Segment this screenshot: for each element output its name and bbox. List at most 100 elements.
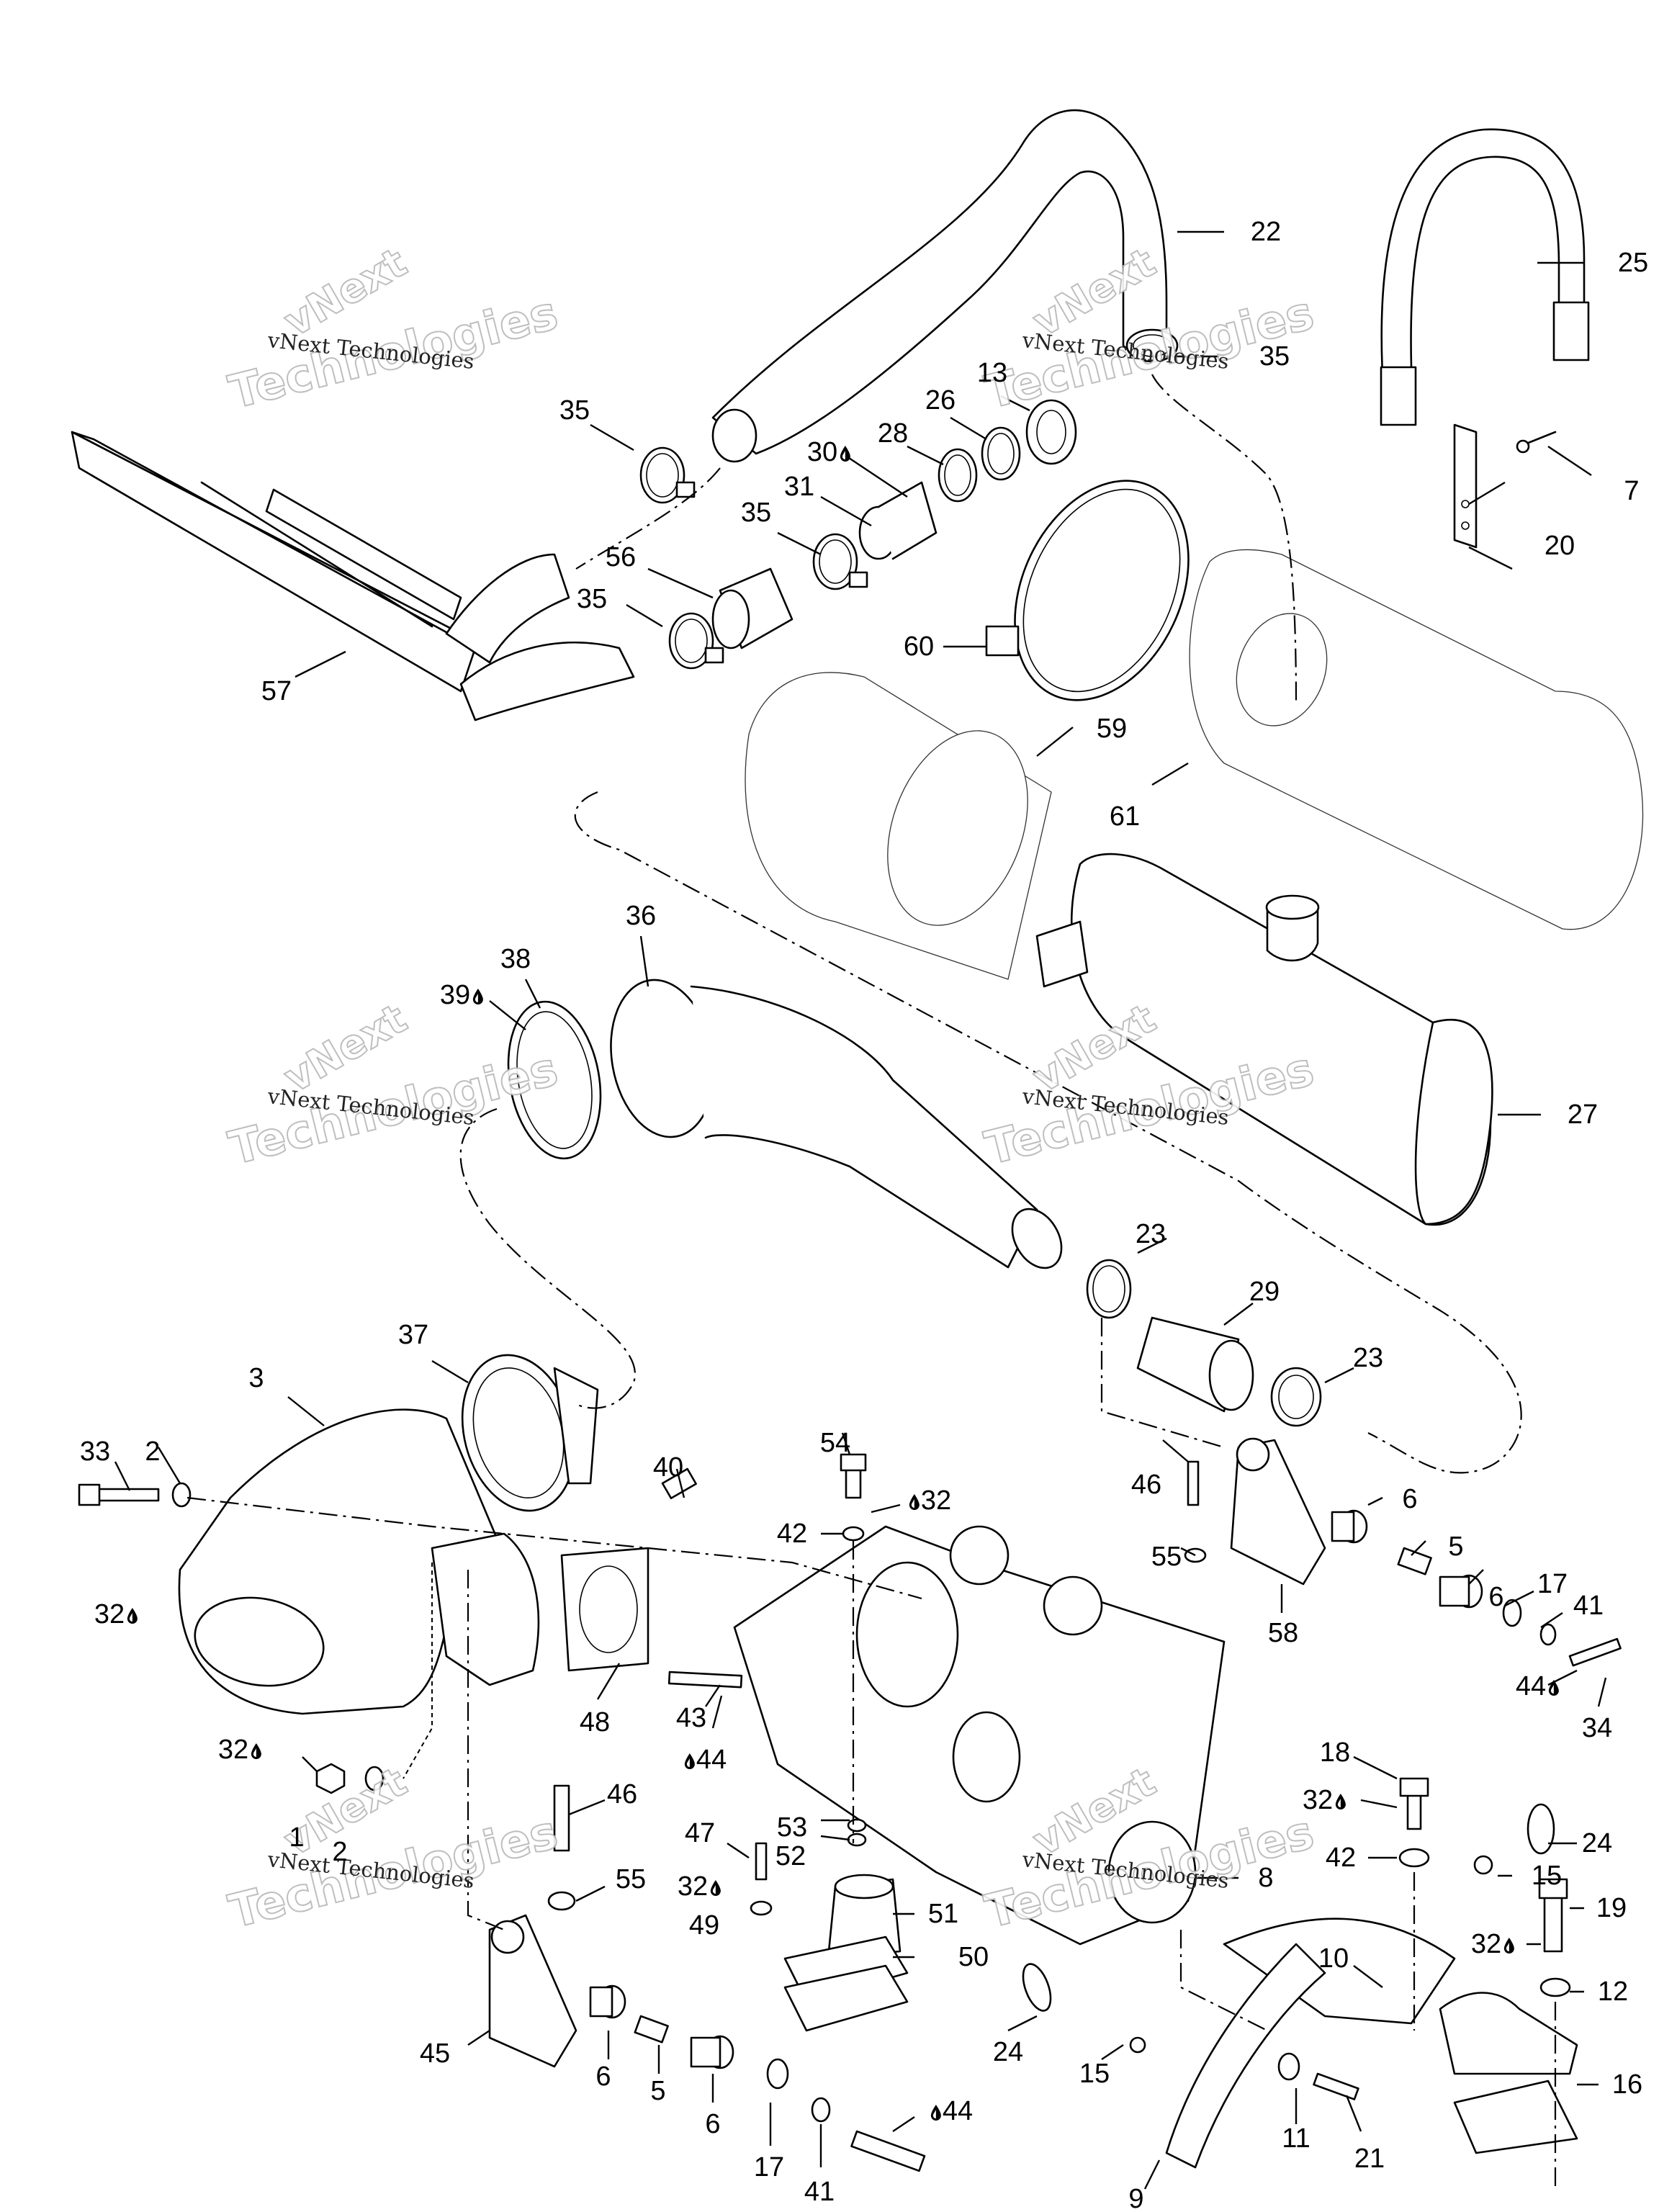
callout-60: 60	[904, 633, 934, 660]
washer-42	[842, 1526, 865, 1542]
callout-number: 46	[606, 1779, 638, 1809]
callout-number: 45	[419, 2038, 451, 2069]
callout-54: 54	[820, 1429, 850, 1457]
callout-number: 6	[595, 2062, 611, 2092]
callout-number: 10	[1318, 1943, 1349, 1974]
callout-10: 10	[1318, 1945, 1349, 1972]
callout-11: 11	[1282, 2125, 1310, 2152]
screw-34	[1568, 1637, 1622, 1667]
washer-42	[1398, 1848, 1430, 1868]
callout-8: 8	[1258, 1864, 1273, 1892]
callout-number: 51	[927, 1899, 959, 1929]
callout-number: 42	[1325, 1843, 1357, 1873]
callout-41: 41	[804, 2178, 835, 2206]
callout-1: 1	[289, 1824, 304, 1851]
callout-number: 23	[1352, 1343, 1384, 1373]
callout-number: 24	[1581, 1828, 1613, 1858]
callout-20: 20	[1545, 532, 1575, 559]
callout-number: 5	[650, 2076, 666, 2106]
callout-number: 32	[677, 1871, 709, 1902]
socket-screw-46	[1187, 1460, 1200, 1506]
callout-number: 25	[1617, 248, 1649, 278]
callout-5: 5	[1448, 1533, 1463, 1560]
callout-number: 16	[1611, 2069, 1643, 2100]
hose-clamp-35	[812, 533, 868, 590]
rivet-7	[1516, 431, 1557, 454]
callout-45: 45	[420, 2040, 450, 2067]
callout-number: 52	[775, 1841, 806, 1871]
bushing-6	[690, 2035, 734, 2069]
callout-number: 34	[1581, 1713, 1613, 1743]
callout-number: 61	[1109, 801, 1141, 832]
callout-number: 55	[615, 1864, 647, 1894]
o-ring-28	[938, 448, 978, 503]
callout-13: 13	[977, 359, 1007, 387]
drop-icon	[840, 446, 851, 462]
callout-number: 19	[1596, 1893, 1627, 1923]
callout-number: 43	[675, 1703, 707, 1733]
washer-2	[171, 1482, 192, 1508]
callout-number: 32	[1470, 1929, 1502, 1959]
callout-39: 39	[440, 981, 485, 1009]
washer-11	[1277, 2052, 1300, 2081]
callout-22: 22	[1251, 218, 1281, 246]
callout-number: 49	[688, 1910, 720, 1941]
callout-number: 1	[289, 1822, 305, 1853]
callout-number: 31	[783, 472, 815, 502]
callout-number: 23	[1135, 1219, 1166, 1249]
socket-screw-46	[553, 1784, 570, 1852]
callout-number: 6	[1402, 1484, 1418, 1514]
bolt-54	[840, 1453, 867, 1499]
callout-number: 22	[1250, 217, 1282, 247]
callout-32: 32	[1471, 1930, 1516, 1958]
callout-number: 50	[958, 1942, 989, 1972]
callout-number: 37	[397, 1320, 429, 1350]
callout-number: 42	[776, 1519, 808, 1549]
callout-55: 55	[616, 1866, 646, 1893]
callout-number: 44	[942, 2096, 974, 2126]
callout-35: 35	[1259, 343, 1290, 370]
lock-washer-41	[1539, 1623, 1557, 1646]
assembly-path	[1179, 1930, 1268, 2031]
sleeve-5	[634, 2015, 669, 2044]
callout-number: 8	[1258, 1863, 1274, 1893]
callout-number: 44	[1515, 1671, 1547, 1701]
callout-52: 52	[775, 1843, 806, 1870]
callout-18: 18	[1320, 1739, 1350, 1766]
callout-50: 50	[958, 1943, 989, 1971]
callout-number: 48	[579, 1707, 611, 1737]
callout-number: 3	[248, 1363, 264, 1393]
callout-number: 2	[332, 1837, 348, 1867]
callout-6: 6	[1488, 1583, 1503, 1611]
callout-15: 15	[1079, 2060, 1110, 2087]
callout-30: 30	[807, 439, 852, 466]
callout-number: 18	[1319, 1737, 1351, 1768]
hose-clamp-35	[668, 612, 724, 670]
callout-6: 6	[1402, 1485, 1417, 1513]
callout-number: 35	[559, 395, 590, 426]
bolt-19	[1538, 1878, 1568, 1953]
callout-23: 23	[1136, 1220, 1166, 1248]
drop-icon	[909, 1494, 920, 1510]
callout-number: 13	[976, 358, 1008, 388]
callout-number: 26	[925, 385, 956, 415]
callout-number: 12	[1597, 1977, 1629, 2007]
assembly-path	[575, 467, 721, 570]
v-band-clamp-37	[461, 1354, 599, 1512]
callout-2: 2	[332, 1838, 347, 1866]
engine-mount-16	[1439, 1992, 1578, 2154]
callout-2: 2	[145, 1438, 160, 1465]
callout-32: 32	[907, 1487, 951, 1514]
callout-15: 15	[1532, 1862, 1562, 1889]
drop-icon	[1336, 1794, 1346, 1809]
hose-clamp-23	[1270, 1367, 1322, 1427]
callout-38: 38	[500, 945, 531, 973]
callout-6: 6	[705, 2110, 720, 2138]
muffler-27	[1035, 853, 1493, 1226]
callout-23: 23	[1353, 1344, 1383, 1372]
callout-number: 2	[145, 1437, 161, 1467]
washer-12	[1539, 1977, 1571, 1997]
bushing-6	[1439, 1574, 1483, 1609]
washer-53	[847, 1818, 867, 1833]
hose-clamp-35	[1125, 328, 1179, 363]
